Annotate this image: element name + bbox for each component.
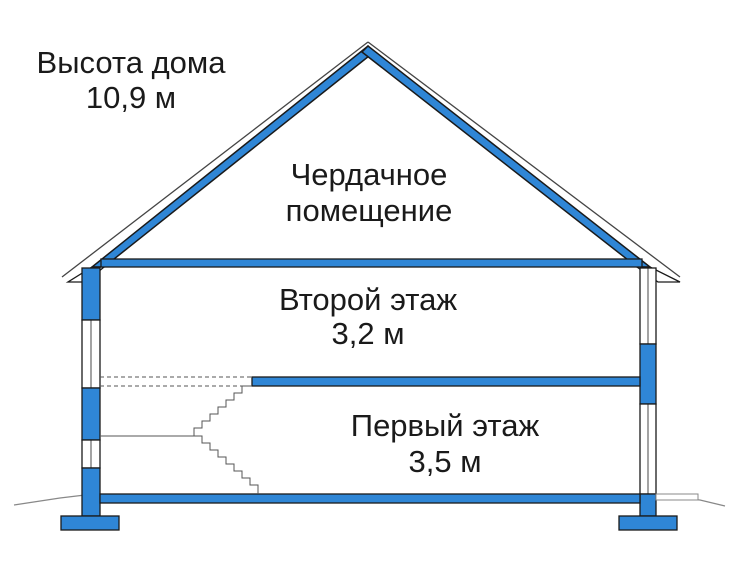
first-floor-title: Первый этаж xyxy=(350,408,540,443)
attic-label-line2: помещение xyxy=(285,193,453,228)
stairwell-opening-dashed xyxy=(100,376,252,387)
attic-floor-slab xyxy=(100,258,643,268)
right-wall xyxy=(639,267,657,517)
house-height-value: 10,9 м xyxy=(85,80,177,115)
foundation-left xyxy=(60,515,120,531)
second-floor-height: 3,2 м xyxy=(331,316,405,351)
first-floor-height: 3,5 м xyxy=(408,444,482,479)
roof-outline xyxy=(61,41,681,278)
staircase xyxy=(100,385,259,494)
house-height-title: Высота дома xyxy=(36,45,226,80)
attic-label-line1: Чердачное xyxy=(290,157,448,192)
left-wall xyxy=(81,267,101,517)
porch-step xyxy=(655,493,699,501)
second-floor-slab xyxy=(251,376,641,387)
second-floor-title: Второй этаж xyxy=(278,282,458,317)
foundation-right xyxy=(618,515,678,531)
ground-floor-slab xyxy=(99,493,641,504)
